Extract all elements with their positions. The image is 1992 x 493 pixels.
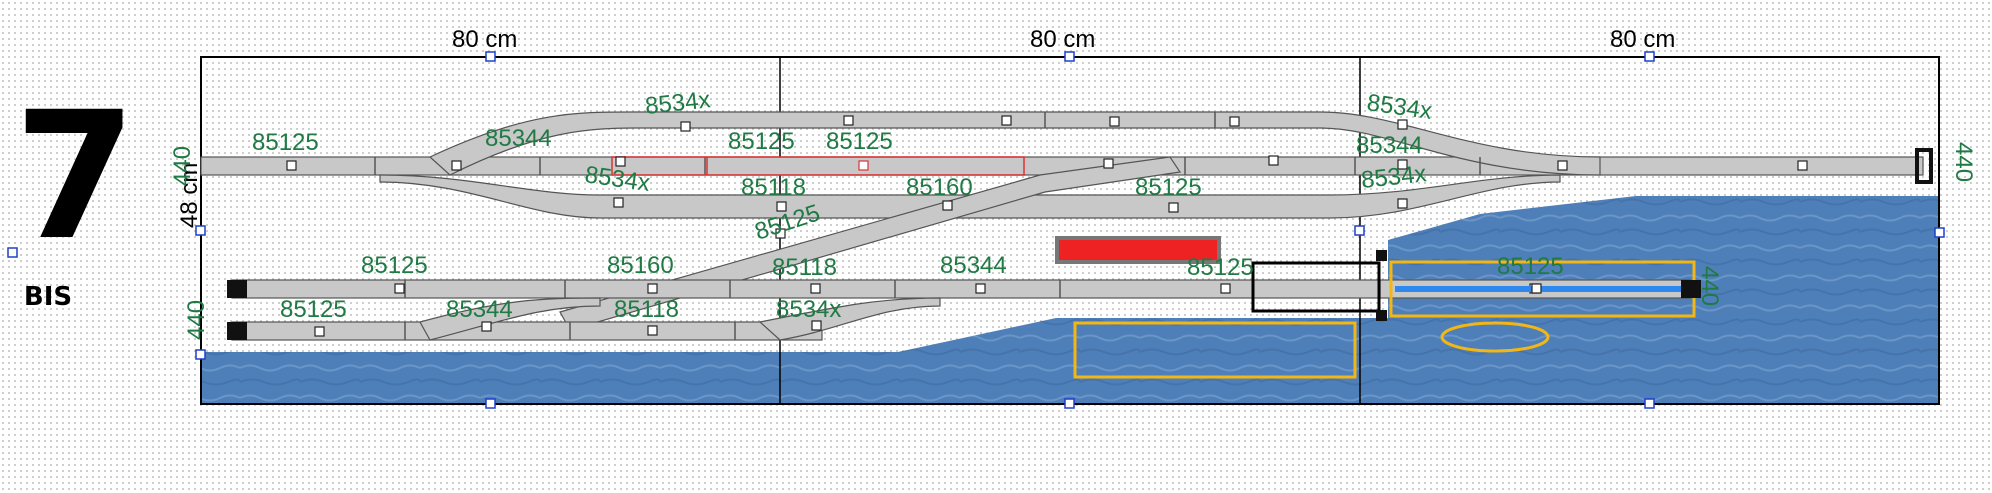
buffer-stop-left-lower[interactable] — [227, 322, 247, 340]
buffer-stop-left-upper[interactable] — [227, 280, 247, 298]
turntable-bridge[interactable] — [1395, 286, 1689, 292]
selection-handle[interactable] — [485, 51, 496, 62]
track-top-loop[interactable] — [428, 111, 1601, 176]
selection-handle[interactable] — [1354, 225, 1365, 236]
water-area-bottom — [201, 352, 1939, 404]
track-label: 85118 — [614, 296, 679, 323]
track-label: 85160 — [906, 174, 973, 201]
track-label: 85160 — [607, 252, 674, 279]
track-label: 85125 — [361, 252, 428, 279]
selection-handle[interactable] — [1064, 398, 1075, 409]
track-center-marker[interactable] — [843, 115, 854, 126]
selected-track-piece[interactable] — [611, 156, 1025, 176]
track-label: 85344 — [446, 296, 513, 323]
track-center-marker[interactable] — [481, 321, 492, 332]
selected-track-center-handle[interactable] — [858, 160, 869, 171]
track-label: 85118 — [741, 174, 806, 201]
track-center-marker[interactable] — [1168, 202, 1179, 213]
selection-handle[interactable] — [7, 247, 18, 258]
track-center-marker[interactable] — [1229, 116, 1240, 127]
track-label: 85118 — [772, 254, 837, 281]
highlight-zone-rectangle[interactable] — [1073, 321, 1357, 379]
selection-handle[interactable] — [1644, 51, 1655, 62]
track-center-marker[interactable] — [775, 228, 786, 239]
track-center-marker[interactable] — [975, 283, 986, 294]
track-label: 85344 — [940, 252, 1007, 279]
track-center-marker[interactable] — [680, 121, 691, 132]
dimension-top-3: 80 cm — [1610, 26, 1676, 53]
track-label: 440 — [1950, 142, 1977, 182]
track-center-marker[interactable] — [1109, 116, 1120, 127]
turntable-bridge-marker[interactable] — [1531, 283, 1542, 294]
water-area-lower-middle — [898, 318, 1388, 352]
track-center-marker[interactable] — [647, 283, 658, 294]
highlight-zone-ellipse[interactable] — [1440, 321, 1550, 353]
track-center-marker[interactable] — [1557, 160, 1568, 171]
track-lower-2-junction[interactable] — [758, 297, 941, 341]
track-lower-2-curve[interactable] — [419, 297, 601, 341]
track-center-marker[interactable] — [811, 320, 822, 331]
track-center-marker[interactable] — [1797, 160, 1808, 171]
track-center-marker[interactable] — [314, 326, 325, 337]
track-center-marker[interactable] — [613, 197, 624, 208]
track-center-marker[interactable] — [1397, 159, 1408, 170]
track-center-marker[interactable] — [1103, 158, 1114, 169]
track-label: 440 — [183, 300, 210, 340]
track-center-marker[interactable] — [776, 201, 787, 212]
track-label: 85125 — [280, 296, 347, 323]
selection-handle[interactable] — [1064, 51, 1075, 62]
track-label: 85125 — [1135, 174, 1202, 201]
track-center-marker[interactable] — [810, 283, 821, 294]
station-platform[interactable] — [1055, 236, 1221, 264]
track-center-marker[interactable] — [1397, 198, 1408, 209]
track-center-marker[interactable] — [451, 160, 462, 171]
track-label: 85344 — [485, 125, 552, 152]
turntable-handle-top[interactable] — [1376, 250, 1387, 261]
track-center-marker[interactable] — [647, 325, 658, 336]
water-area-right — [1388, 196, 1939, 352]
track-center-marker[interactable] — [1001, 115, 1012, 126]
track-center-marker[interactable] — [1397, 119, 1408, 130]
layout-subtitle: BIS — [23, 282, 73, 312]
track-center-marker[interactable] — [394, 283, 405, 294]
dimension-top-1: 80 cm — [452, 26, 518, 53]
track-label: 8534x — [776, 296, 841, 323]
track-label: 85125 — [728, 128, 795, 155]
track-label: 85125 — [1187, 254, 1254, 281]
turntable-frame[interactable] — [1251, 261, 1381, 313]
selection-handle[interactable] — [485, 398, 496, 409]
track-center-marker[interactable] — [1268, 155, 1279, 166]
buffer-stop-right-lower[interactable] — [1681, 280, 1701, 298]
track-center-marker[interactable] — [286, 160, 297, 171]
selection-handle[interactable] — [1644, 398, 1655, 409]
selection-handle[interactable] — [195, 225, 206, 236]
buffer-stop-right-main[interactable] — [1915, 148, 1933, 184]
track-center-marker[interactable] — [1220, 283, 1231, 294]
track-label: 85125 — [826, 128, 893, 155]
turntable-handle-bottom[interactable] — [1376, 310, 1387, 321]
selection-handle[interactable] — [195, 349, 206, 360]
track-label: 85125 — [252, 129, 319, 156]
layout-number: 7 — [14, 74, 137, 279]
track-label: 440 — [169, 146, 196, 186]
track-label: 440 — [1696, 266, 1723, 306]
dimension-top-2: 80 cm — [1030, 26, 1096, 53]
track-center-marker[interactable] — [942, 200, 953, 211]
selection-handle[interactable] — [1934, 227, 1945, 238]
track-center-marker[interactable] — [615, 156, 626, 167]
track-label: 85344 — [1356, 132, 1423, 159]
track-label: 85125 — [1497, 253, 1564, 280]
